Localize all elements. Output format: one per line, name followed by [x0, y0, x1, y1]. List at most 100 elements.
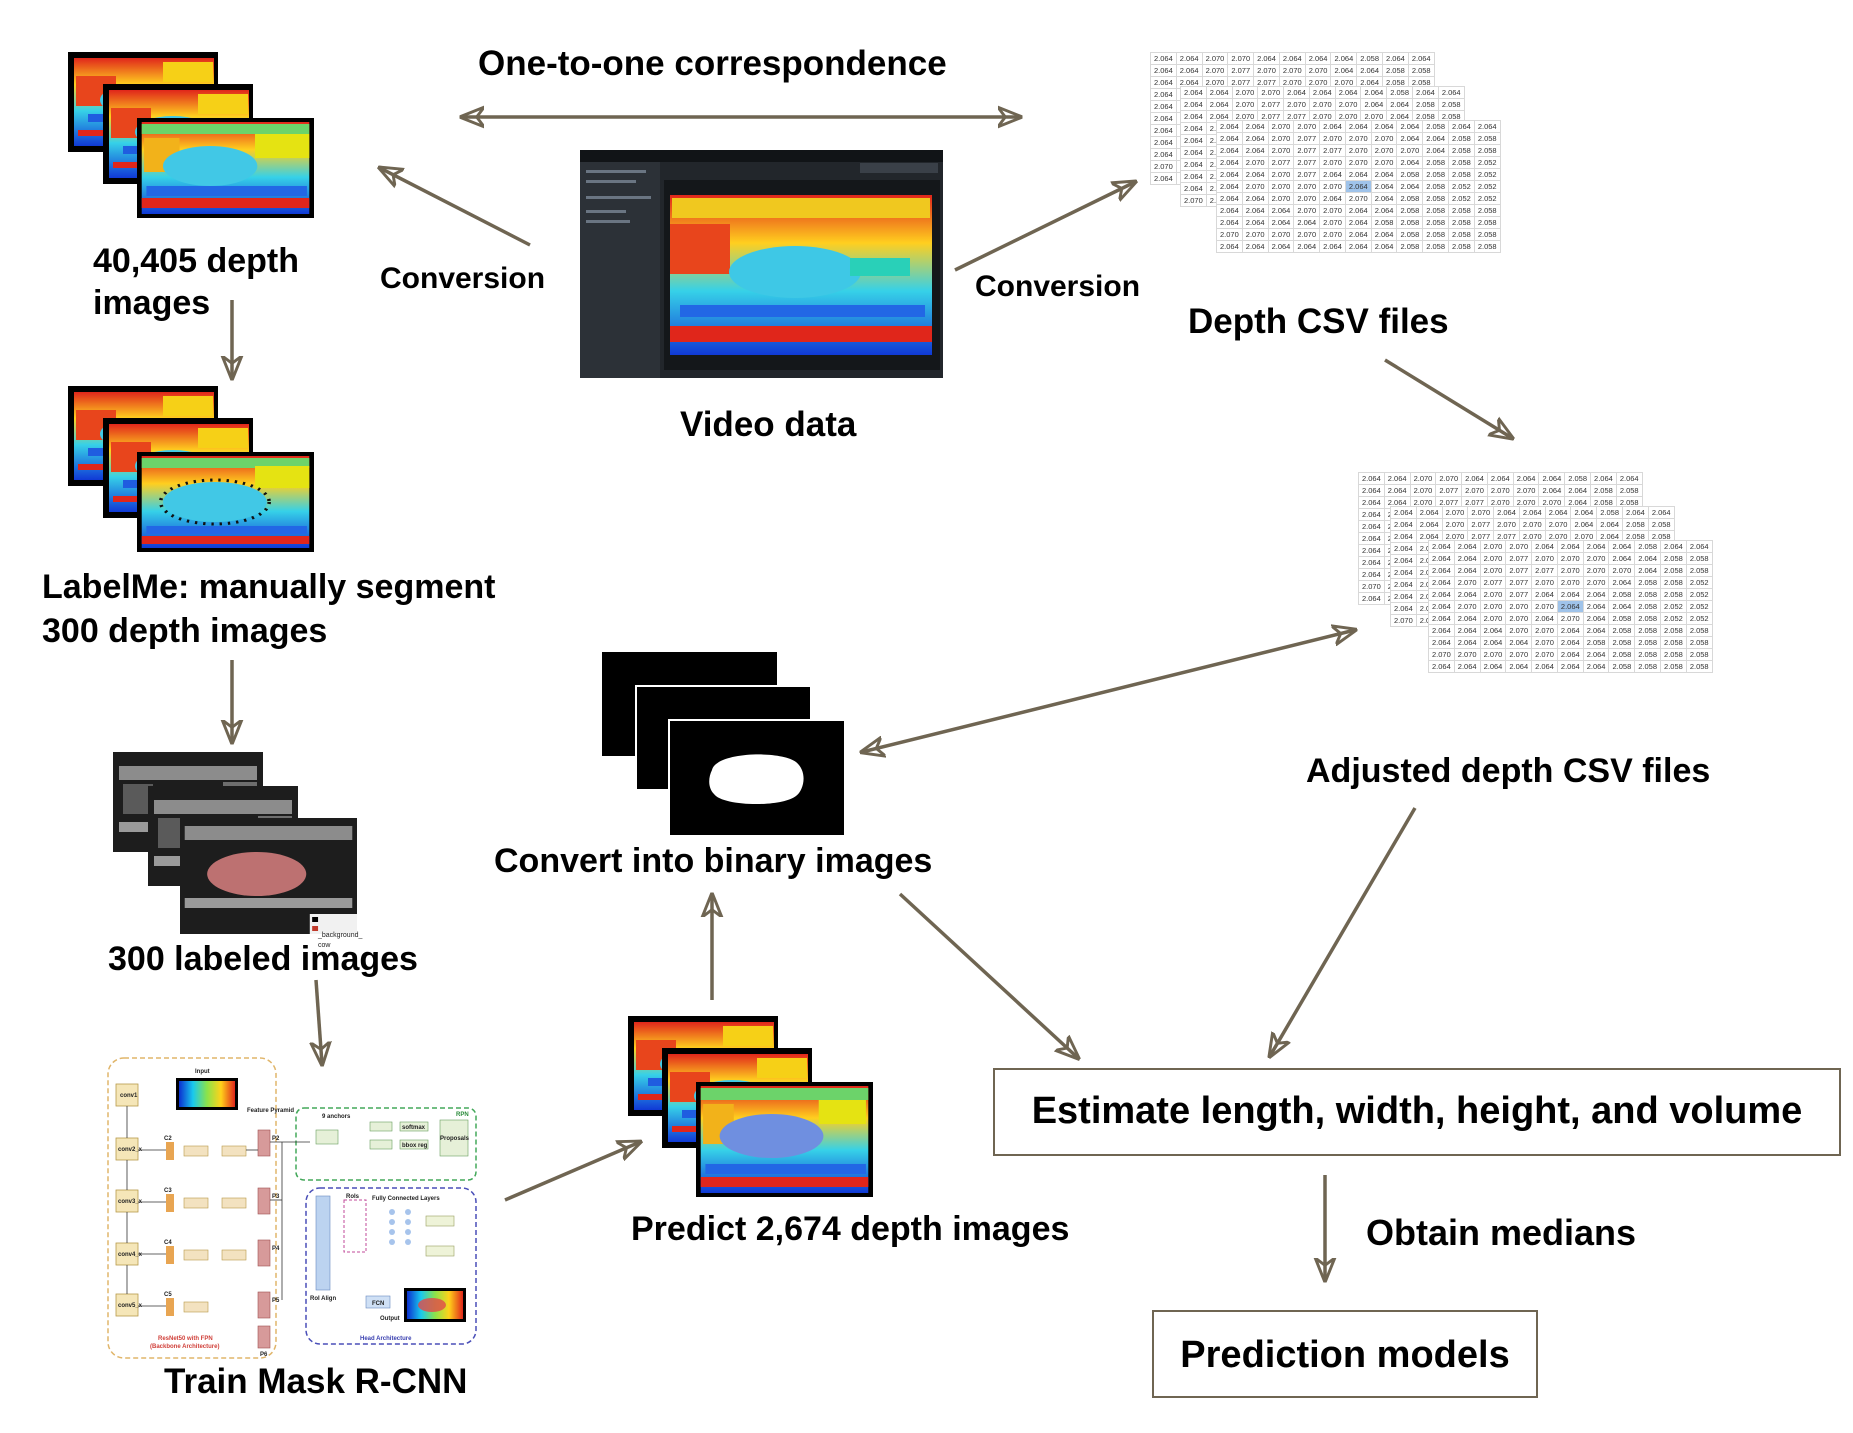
csv-cell: 2.064	[1390, 602, 1417, 615]
csv-cell: 2.064	[1448, 120, 1475, 133]
csv-cell: 2.070	[1467, 506, 1495, 519]
legend-cow: cow	[318, 942, 331, 949]
csv-cell: 2.058	[1660, 636, 1687, 649]
csv-cell: 2.064	[1180, 170, 1207, 183]
csv-cell: 2.058	[1634, 648, 1662, 661]
csv-cell: 2.064	[1428, 588, 1455, 601]
csv-cell: 2.064	[1370, 180, 1398, 193]
csv-cell: 2.070	[1267, 180, 1295, 193]
csv-cell: 2.058	[1407, 64, 1435, 77]
csv-cell: 2.070	[1479, 540, 1507, 553]
csv-cell: 2.064	[1180, 134, 1207, 147]
csv-cell: 2.070	[1319, 228, 1346, 241]
csv-cell: 2.058	[1473, 228, 1501, 241]
csv-cell: 2.070	[1512, 484, 1540, 497]
labeled-to-train-arrow	[316, 979, 322, 1064]
csv-cell: 2.070	[1435, 472, 1463, 485]
csv-cell: 2.064	[1319, 192, 1346, 205]
csv-cell: 2.064	[1608, 600, 1636, 613]
csv-cell: 2.070	[1453, 648, 1481, 661]
csv-cell: 2.070	[1344, 132, 1372, 145]
csv-cell: 2.070	[1582, 552, 1610, 565]
csv-cell: 2.064	[1396, 132, 1424, 145]
csv-cell: 2.070	[1453, 600, 1481, 613]
csv-cell: 2.070	[1531, 624, 1558, 637]
csv-cell: 2.064	[1360, 98, 1388, 111]
csv-cell: 2.070	[1344, 192, 1372, 205]
csv-cell: 2.064	[1505, 636, 1533, 649]
csv-cell: 2.058	[1608, 588, 1636, 601]
labeled-images-label: 300 labeled images	[108, 940, 418, 978]
csv-cell: 2.058	[1422, 156, 1450, 169]
csv-cell: 2.070	[1283, 98, 1310, 111]
csv-cell: 2.070	[1278, 64, 1306, 77]
csv-cell: 2.064	[1358, 556, 1385, 569]
arch-p6: P6	[260, 1352, 268, 1358]
csv-cell: 2.064	[1390, 566, 1417, 579]
conversion-right-label: Conversion	[975, 270, 1141, 303]
csv-cell: 2.070	[1556, 552, 1584, 565]
csv-cell: 2.077	[1293, 132, 1321, 145]
csv-cell: 2.064	[1205, 86, 1233, 99]
csv-cell: 2.058	[1685, 648, 1713, 661]
csv-cell: 2.070	[1267, 228, 1295, 241]
prediction-models-box: Prediction models	[1152, 1310, 1538, 1398]
csv-cell: 2.058	[1448, 204, 1475, 217]
csv-cell: 2.064	[1407, 52, 1435, 65]
csv-cell: 2.064	[1360, 86, 1388, 99]
csv-cell: 2.064	[1570, 506, 1598, 519]
csv-cell: 2.077	[1505, 552, 1533, 565]
csv-cell: 2.064	[1428, 660, 1455, 673]
csv-cell: 2.064	[1241, 120, 1269, 133]
csv-cell: 2.064	[1428, 540, 1455, 553]
csv-cell: 2.058	[1448, 132, 1475, 145]
csv-cell: 2.064	[1241, 240, 1269, 253]
csv-cell: 2.064	[1267, 204, 1295, 217]
csv-cell: 2.064	[1437, 86, 1465, 99]
csv-cell: 2.064	[1685, 540, 1713, 553]
csv-cell: 2.064	[1531, 660, 1558, 673]
csv-cell: 2.070	[1334, 98, 1362, 111]
arch-c3: C3	[164, 1188, 172, 1194]
csv-cell: 2.064	[1615, 472, 1643, 485]
csv-cell: 2.070	[1505, 648, 1533, 661]
csv-cell: 2.064	[1512, 472, 1540, 485]
csv-cell: 2.064	[1647, 506, 1675, 519]
csv-cell: 2.064	[1422, 132, 1450, 145]
csv-cell: 2.052	[1685, 600, 1713, 613]
csv-cell: 2.064	[1386, 98, 1414, 111]
adjusted-to-estimate-arrow	[1270, 807, 1417, 1056]
csv-cell: 2.064	[1370, 168, 1398, 181]
csv-cell: 2.064	[1634, 552, 1662, 565]
csv-cell: 2.070	[1231, 98, 1259, 111]
csv-cell: 2.064	[1358, 544, 1385, 557]
csv-cell: 2.064	[1428, 636, 1455, 649]
csv-cell: 2.070	[1556, 564, 1584, 577]
csv-cell: 2.058	[1473, 240, 1501, 253]
csv-cell: 2.070	[1370, 132, 1398, 145]
csv-cell: 2.064	[1180, 158, 1207, 171]
csv-cell: 2.064	[1330, 52, 1358, 65]
csv-cell: 2.064	[1205, 98, 1233, 111]
csv-cell: 2.058	[1622, 518, 1649, 531]
csv-cell: 2.058	[1356, 52, 1384, 65]
csv-cell: 2.070	[1409, 472, 1437, 485]
csv-cell: 2.077	[1467, 518, 1495, 531]
csv-cell: 2.077	[1293, 144, 1321, 157]
csv-cell: 2.064	[1293, 240, 1321, 253]
csv-cell: 2.052	[1473, 180, 1501, 193]
csv-cell: 2.070	[1531, 600, 1558, 613]
csv-cell: 2.070	[1370, 156, 1398, 169]
csv-cell: 2.064	[1319, 240, 1346, 253]
csv-cell: 2.058	[1660, 648, 1687, 661]
csv-cell: 2.064	[1390, 590, 1417, 603]
csv-cell: 2.064	[1461, 472, 1488, 485]
csv-cell: 2.058	[1608, 612, 1636, 625]
csv-cell: 2.058	[1685, 636, 1713, 649]
